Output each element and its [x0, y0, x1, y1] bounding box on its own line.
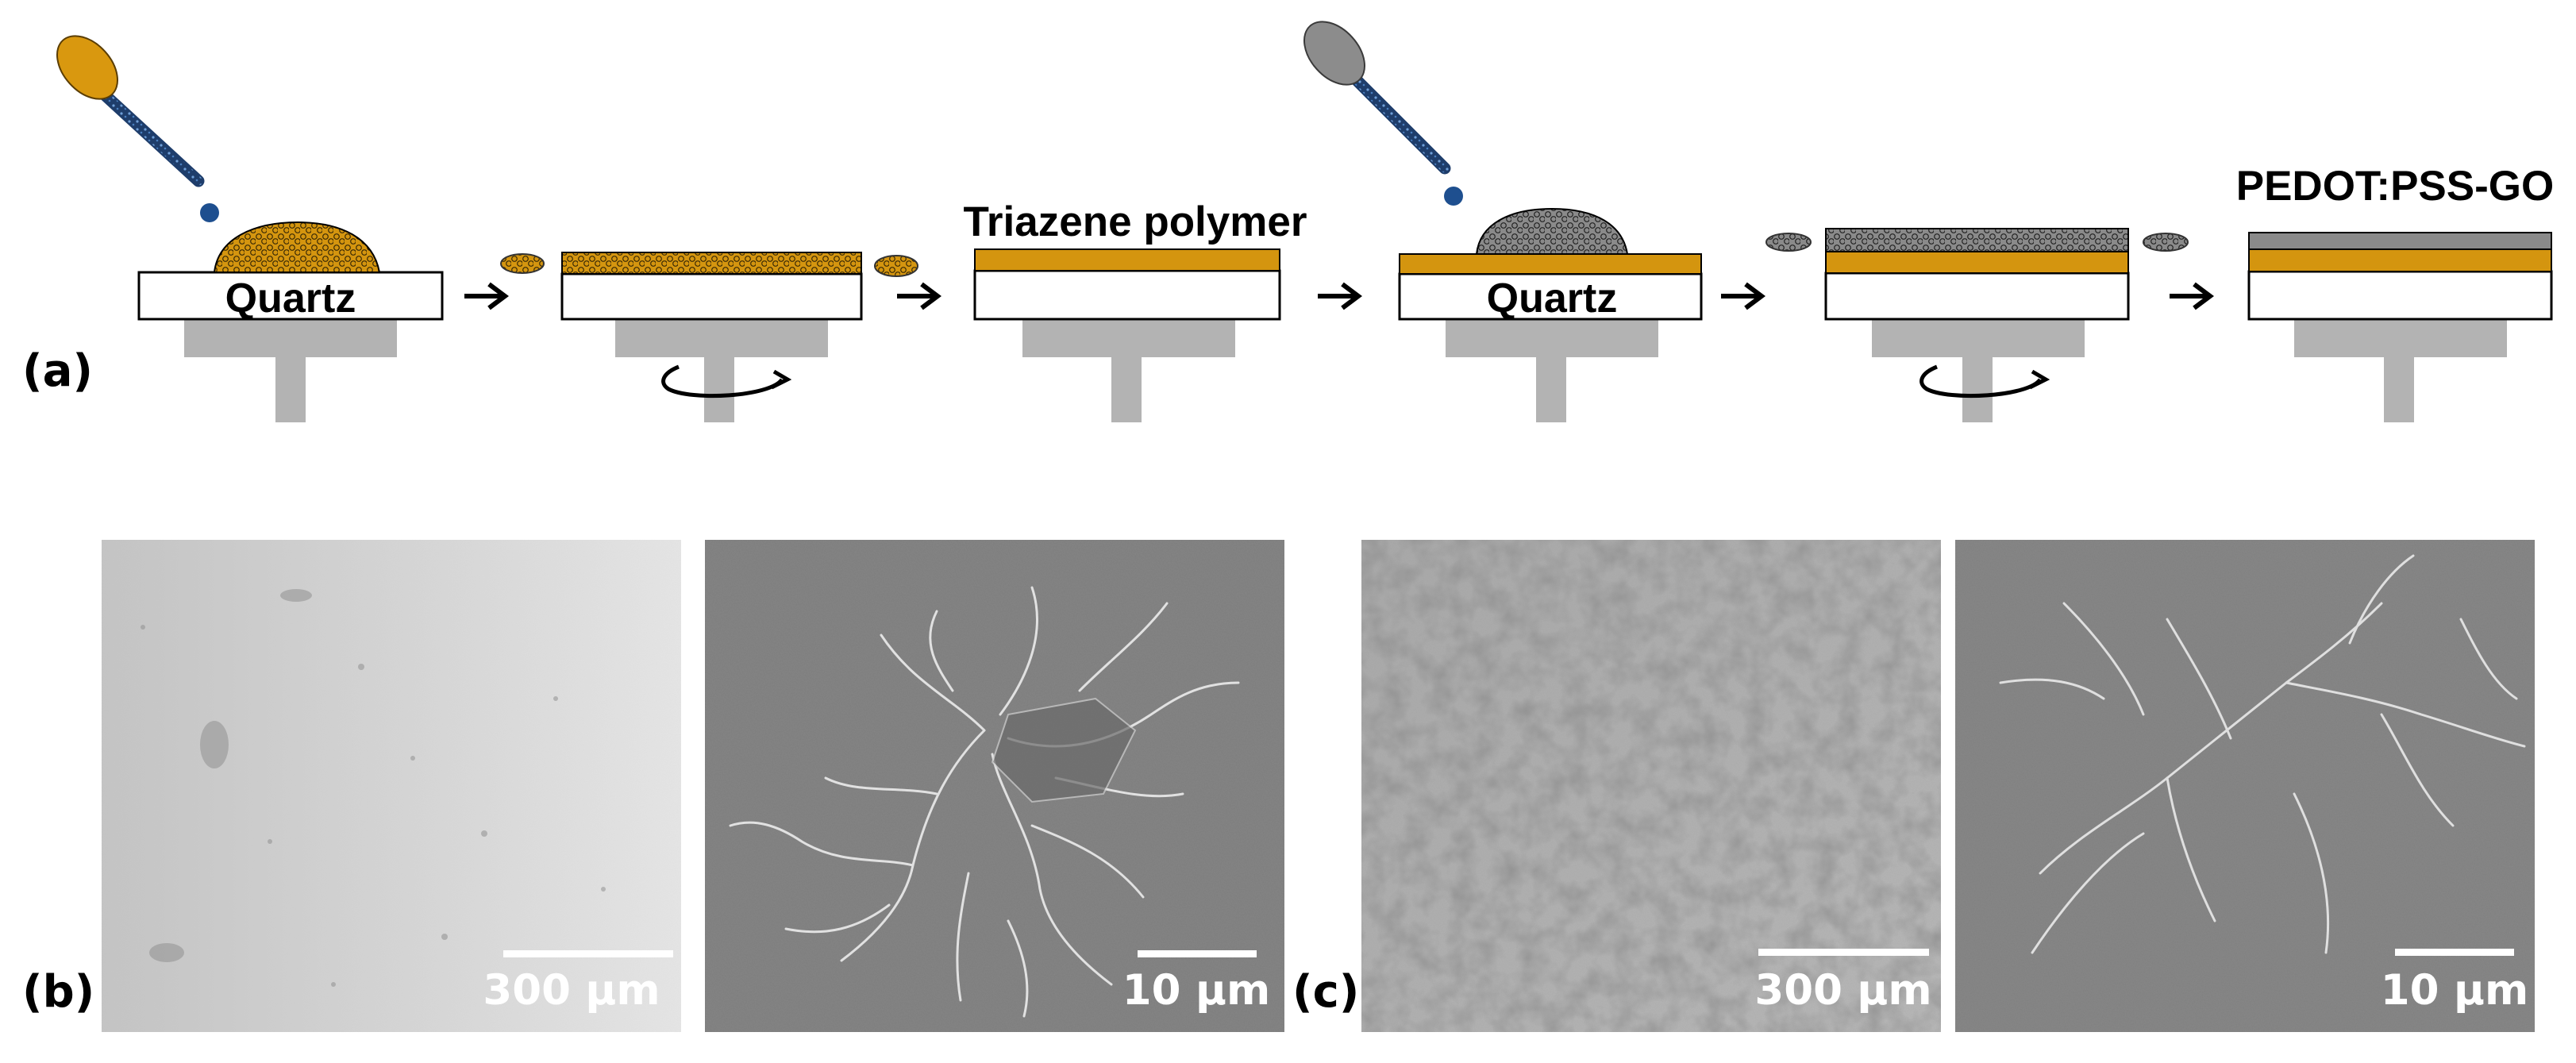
scale-bar — [1138, 950, 1257, 957]
pedot-pss-go-label: PEDOT:PSS-GO — [2236, 163, 2555, 210]
micrograph-b-high-mag: 10 µm — [705, 540, 1284, 1032]
flying-droplet — [500, 253, 545, 274]
triazene-polymer-label: Triazene polymer — [963, 198, 1307, 245]
pedot-droplet — [1475, 207, 1629, 255]
triazene-droplet — [213, 221, 381, 273]
panel-b-label: (b) — [22, 966, 94, 1018]
step-4-drop-pedot: Quartz — [1303, 21, 1703, 422]
panel-c-label: (c) — [1292, 966, 1359, 1018]
scale-bar — [503, 950, 673, 957]
chuck-plate — [1872, 319, 2085, 357]
rotation-arrow — [661, 364, 784, 399]
scale-label: 300 µm — [1754, 966, 1931, 1015]
falling-drop — [200, 203, 219, 222]
arrow-1 — [464, 282, 509, 310]
pedot-layer — [2248, 232, 2552, 250]
chuck-shaft — [2384, 357, 2414, 422]
step-2-spin-triazene — [560, 252, 863, 422]
triazene-film-wet — [561, 252, 862, 275]
chuck-shaft — [275, 357, 306, 422]
micrograph-c-high-mag: 10 µm — [1955, 540, 2535, 1032]
triazene-layer — [1825, 251, 2129, 274]
quartz-substrate — [1824, 272, 2130, 321]
chuck-shaft — [1111, 357, 1142, 422]
quartz-substrate — [2247, 270, 2553, 321]
arrow-5 — [2170, 282, 2214, 310]
wrinkles — [1999, 554, 2526, 954]
step-1-drop-triazene: Quartz — [56, 35, 444, 422]
step-6-final-stack: PEDOT:PSS-GO — [2236, 163, 2555, 422]
substrate-label-2: Quartz — [1487, 275, 1618, 322]
flying-droplet — [2143, 233, 2189, 252]
micrograph-c-low-mag: 300 µm — [1361, 540, 1941, 1032]
step-5-spin-pedot — [1824, 228, 2130, 422]
scale-label: 10 µm — [1122, 966, 1270, 1015]
chuck-plate — [1022, 319, 1235, 357]
pipette-gray — [1303, 21, 1451, 175]
quartz-substrate — [137, 271, 444, 321]
scale-label: 300 µm — [483, 966, 660, 1015]
pipette-bulb — [56, 35, 119, 100]
arrow-2 — [897, 282, 941, 310]
quartz-substrate — [560, 272, 863, 321]
triazene-layer — [2248, 248, 2552, 272]
triazene-layer — [974, 248, 1280, 272]
pipette-bulb — [1303, 21, 1366, 86]
flying-droplet — [1765, 233, 1812, 252]
chuck-plate — [615, 319, 828, 357]
scale-label: 10 µm — [2381, 966, 2528, 1015]
scale-bar — [1758, 949, 1929, 956]
flake — [991, 697, 1137, 803]
chuck-shaft — [1536, 357, 1566, 422]
quartz-substrate — [973, 269, 1281, 321]
rotation-arrow — [1919, 364, 2043, 399]
panel-a-label: (a) — [22, 345, 93, 397]
dark-pits — [1361, 540, 1941, 1032]
pedot-film-wet — [1825, 228, 2129, 252]
chuck-plate — [1446, 319, 1658, 357]
scale-bar — [2395, 949, 2514, 956]
triazene-layer — [1399, 253, 1702, 275]
arrow-3 — [1318, 282, 1362, 310]
micrograph-b-low-mag: 300 µm — [102, 540, 681, 1032]
flying-droplet — [874, 255, 918, 277]
chuck-shaft — [704, 357, 734, 422]
falling-drop — [1444, 187, 1463, 206]
chuck-plate — [184, 319, 397, 357]
chuck-plate — [2294, 319, 2507, 357]
step-3-triazene-layer: Triazene polymer — [963, 198, 1307, 422]
arrow-4 — [1721, 282, 1765, 310]
surface-defects — [141, 589, 606, 987]
pipette-orange — [56, 35, 205, 187]
schematic-panel: Quartz Triazene polymer — [22, 21, 2555, 422]
chuck-shaft — [1962, 357, 1993, 422]
substrate-label-1: Quartz — [225, 275, 356, 322]
